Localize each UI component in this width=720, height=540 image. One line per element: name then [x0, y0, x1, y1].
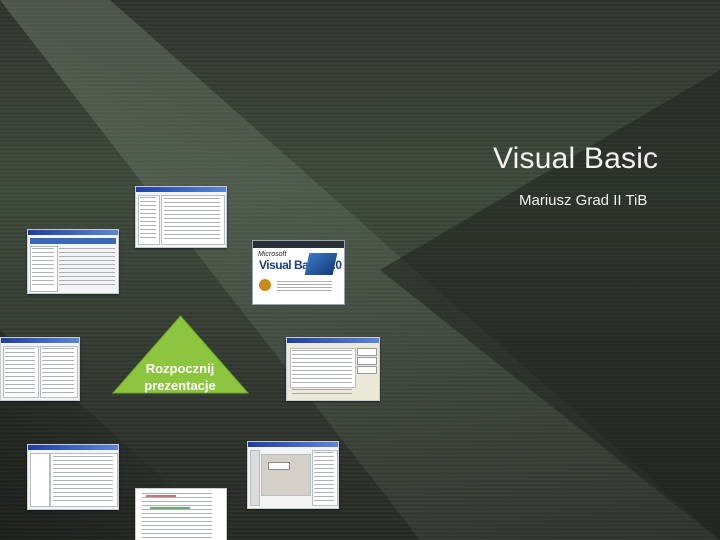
- logo-seal-icon: [259, 279, 271, 291]
- start-presentation-button[interactable]: [111, 314, 250, 394]
- slide-subtitle: Mariusz Grad II TiB: [519, 192, 648, 209]
- form-designer-screenshot: [247, 441, 339, 509]
- vb6-box-logo: Microsoft Visual Basic 6.0: [252, 240, 345, 305]
- logo-brand-text: Microsoft: [258, 251, 287, 258]
- start-presentation-label[interactable]: Rozpocznij prezentacje: [144, 361, 216, 393]
- code-listing-screenshot: [135, 488, 227, 540]
- dialog-screenshot: [286, 337, 380, 401]
- ide-screenshot-1: [135, 186, 227, 248]
- code-window-screenshot: [27, 444, 119, 510]
- logo-cube-graphic: [304, 253, 338, 275]
- slide-title: Visual Basic: [493, 142, 659, 175]
- msdn-help-screenshot: [27, 229, 119, 294]
- ide-screenshot-2: [0, 337, 80, 401]
